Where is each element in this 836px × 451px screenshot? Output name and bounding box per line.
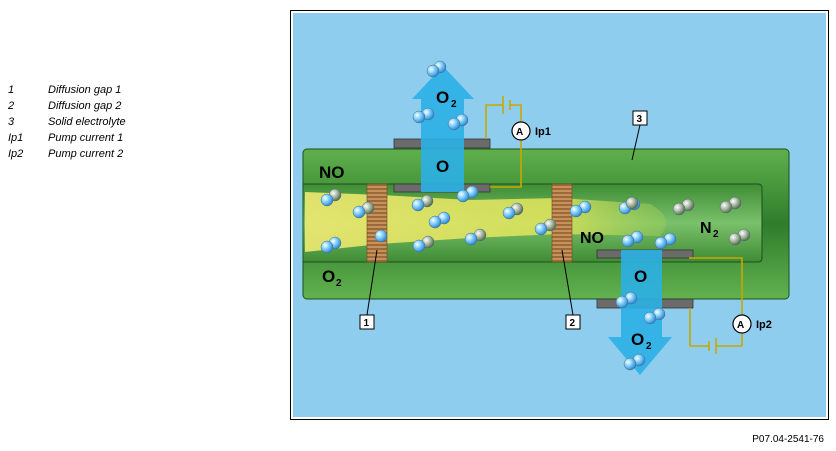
nitrogen-molecule: [672, 198, 695, 216]
legend-row: Ip1 Pump current 1: [8, 130, 126, 146]
legend-key: 2: [8, 100, 15, 112]
ammeter-1: [511, 121, 531, 141]
legend-text: Diffusion gap 2: [48, 100, 122, 112]
oxygen-molecule: [426, 60, 447, 78]
oxygen-molecule: [621, 230, 644, 248]
ip2-label: Ip2: [756, 319, 772, 331]
oxygen-molecule: [569, 200, 592, 218]
nitrogen-molecule: [625, 196, 639, 210]
n2-subscript: 2: [713, 229, 719, 240]
oxygen-molecule: [447, 113, 469, 131]
o2-top-label: O: [436, 88, 449, 107]
o2-inlet-subscript: 2: [336, 278, 342, 289]
ammeter-2-symbol: A: [737, 320, 744, 331]
legend-key: Ip2: [8, 148, 24, 160]
figure-reference: P07.04-2541-76: [752, 434, 824, 445]
oxygen-molecule: [456, 185, 479, 203]
legend-text: Diffusion gap 1: [48, 84, 122, 96]
ip1-label: Ip1: [535, 126, 551, 138]
oxygen-ion-label-2: O: [634, 267, 647, 286]
legend-row: 1 Diffusion gap 1: [8, 82, 126, 98]
callout-2-label: 2: [570, 318, 576, 329]
legend-key: Ip1: [8, 132, 24, 144]
n2-label: N: [700, 220, 712, 237]
o2-bottom-subscript: 2: [646, 341, 652, 352]
no-molecule: [502, 202, 524, 220]
no-molecule: [374, 229, 388, 243]
legend: 1 Diffusion gap 1 2 Diffusion gap 2 3 Solid…: [8, 82, 126, 162]
oxygen-pump-arrow-up: [412, 66, 474, 192]
oxygen-pump-arrow-down: [608, 250, 672, 375]
legend-row: 2 Diffusion gap 2: [8, 98, 126, 114]
o2-top-subscript: 2: [451, 99, 457, 110]
ammeter-1-symbol: A: [516, 127, 523, 138]
callout-1-box: [359, 314, 375, 330]
legend-text: Pump current 2: [48, 148, 124, 160]
oxygen-molecule: [643, 307, 666, 325]
nitrogen-molecule: [728, 228, 751, 246]
no-inlet-label: NO: [319, 163, 345, 182]
no-molecule: [320, 188, 342, 207]
oxygen-molecule: [428, 211, 451, 229]
legend-key: 1: [8, 84, 15, 96]
oxygen-molecule: [623, 353, 646, 371]
callout-2-leader: [561, 249, 574, 316]
oxygen-molecule: [320, 236, 342, 254]
pump-circuit-2: [689, 257, 743, 354]
callout-1-label: 1: [364, 318, 370, 329]
oxygen-molecule: [654, 232, 677, 250]
oxygen-ion-label-1: O: [436, 157, 449, 176]
no-molecule: [411, 194, 434, 212]
no-molecule: [412, 235, 435, 253]
legend-row: Ip2 Pump current 2: [8, 146, 126, 162]
callout-1-leader: [366, 249, 378, 316]
ammeter-2: [732, 314, 752, 334]
o2-inlet-label: O: [322, 267, 335, 286]
no-molecule: [534, 218, 557, 236]
o2-bottom-label: O: [631, 330, 644, 349]
no-chamber-label: NO: [580, 230, 604, 247]
no-molecule: [464, 228, 487, 246]
legend-row: 3 Solid electrolyte: [8, 114, 126, 130]
oxygen-molecule: [615, 291, 638, 309]
molecules: [320, 60, 751, 371]
callout-3-box: [632, 110, 648, 126]
callout-2-box: [565, 314, 581, 330]
oxygen-molecule: [412, 107, 435, 124]
callout-3-label: 3: [637, 114, 643, 125]
legend-key: 3: [8, 116, 15, 128]
no-molecule: [352, 201, 375, 219]
legend-text: Pump current 1: [48, 132, 124, 144]
legend-text: Solid electrolyte: [48, 116, 126, 128]
nitrogen-molecule: [719, 196, 742, 214]
callout-3-leader: [631, 124, 641, 161]
pump-circuit-1: [485, 96, 522, 188]
